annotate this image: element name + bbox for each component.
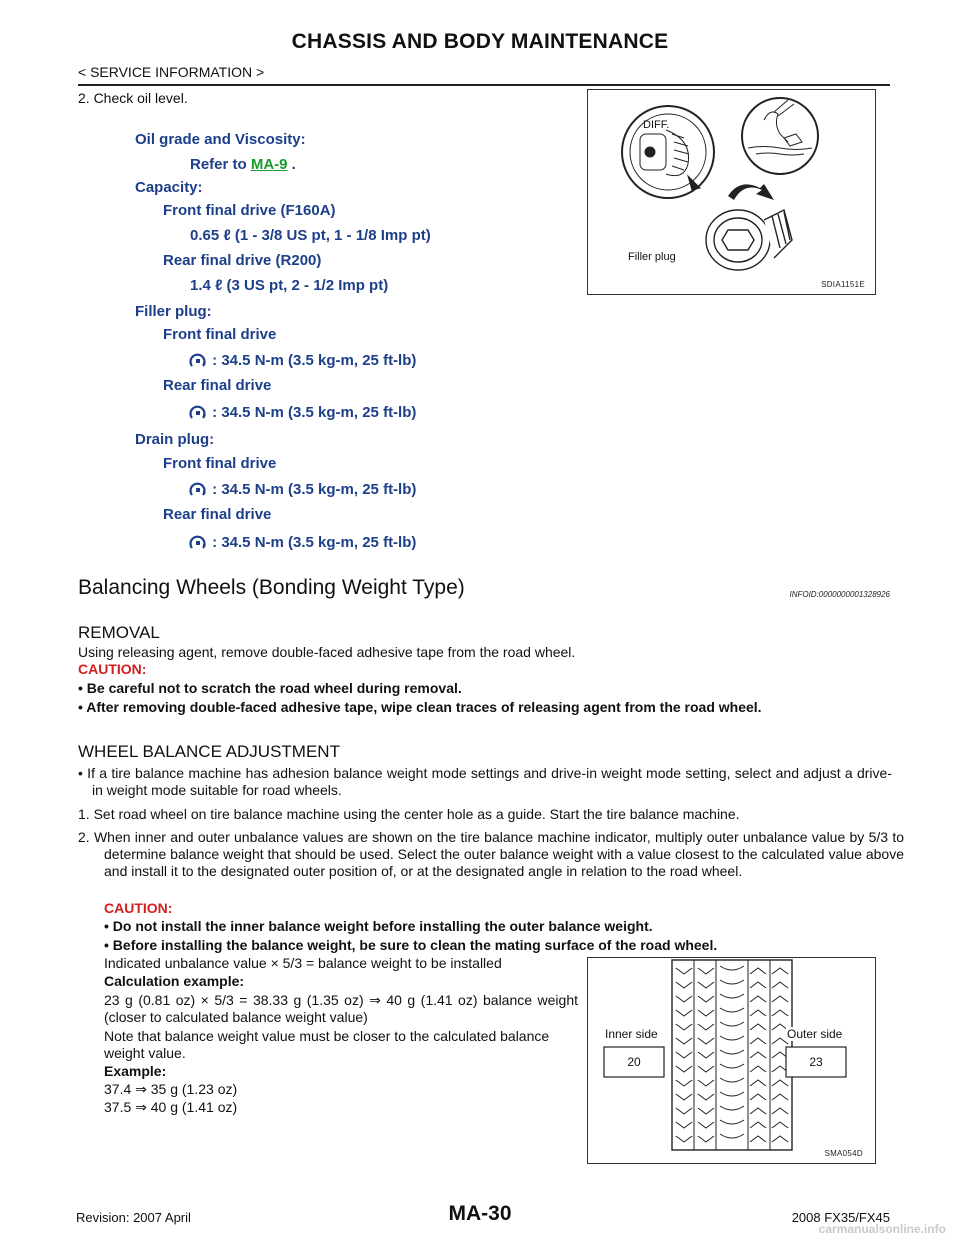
adjust-step-2: 2. When inner and outer unbalance values… (78, 829, 904, 879)
figure-code: SMA054D (822, 1149, 865, 1158)
filler-rear-torque: : 34.5 N-m (3.5 kg-m, 25 ft-lb) (188, 403, 416, 423)
torque-value: : 34.5 N-m (3.5 kg-m, 25 ft-lb) (212, 351, 417, 369)
header-divider (78, 84, 890, 86)
removal-caution-1: • Be careful not to scratch the road whe… (78, 680, 462, 696)
page-title: CHASSIS AND BODY MAINTENANCE (291, 30, 669, 53)
drain-front-final-drive: Front final drive (163, 455, 277, 472)
page-number: MA-30 (448, 1202, 512, 1225)
example-2: 37.5 ⇒ 40 g (1.41 oz) (104, 1099, 238, 1115)
removal-title: REMOVAL (78, 623, 160, 642)
filler-rear-final-drive: Rear final drive (163, 377, 272, 394)
rear-final-drive-model: Rear final drive (R200) (163, 252, 322, 269)
filler-front-torque: : 34.5 N-m (3.5 kg-m, 25 ft-lb) (188, 351, 416, 371)
adjust-caution-label: CAUTION: (104, 900, 173, 916)
example-label: Example: (104, 1063, 167, 1079)
ma-9-link[interactable]: MA-9 (250, 156, 288, 173)
adjust-step-1: 1. Set road wheel on tire balance machin… (78, 806, 740, 822)
rear-capacity: 1.4 ℓ (3 US pt, 2 - 1/2 Imp pt) (190, 277, 389, 294)
adjust-bullet-1: • If a tire balance machine has adhesion… (78, 765, 892, 798)
diff-label: DIFF. (643, 119, 670, 131)
filler-plug-label: Filler plug: (135, 303, 212, 320)
drain-rear-final-drive: Rear final drive (163, 506, 272, 523)
example-1: 37.4 ⇒ 35 g (1.23 oz) (104, 1081, 238, 1097)
front-final-drive-model: Front final drive (F160A) (163, 202, 336, 219)
torque-wrench-icon (189, 535, 206, 549)
torque-value: : 34.5 N-m (3.5 kg-m, 25 ft-lb) (212, 480, 417, 498)
figure-diff-filler-plug: DIFF. Filler plug SDIA1151E (587, 89, 876, 295)
watermark: carmanualsonline.info (818, 1222, 946, 1236)
adjust-caution-1: • Do not install the inner balance weigh… (104, 918, 653, 934)
torque-wrench-icon (189, 405, 206, 419)
calculation-example-text: 23 g (0.81 oz) × 5/3 = 38.33 g (1.35 oz)… (104, 992, 578, 1025)
oil-grade-label: Oil grade and Viscosity: (135, 131, 306, 148)
info-id: INFOID:0000000001328926 (789, 590, 890, 599)
removal-caution-label: CAUTION: (78, 661, 147, 677)
torque-value: : 34.5 N-m (3.5 kg-m, 25 ft-lb) (212, 533, 417, 551)
outer-side-value: 23 (809, 1055, 823, 1069)
note-text: Note that balance weight value must be c… (104, 1028, 550, 1061)
filler-front-final-drive: Front final drive (163, 326, 277, 343)
figure-tire-balance-indicator: Inner side Outer side 20 23 SMA054D (587, 957, 876, 1164)
adjust-caution-2: • Before installing the balance weight, … (104, 937, 718, 953)
breadcrumb: < SERVICE INFORMATION > (78, 64, 265, 80)
torque-wrench-icon (189, 352, 207, 370)
figure-code: SDIA1151E (821, 280, 865, 289)
tire-tread-illustration (603, 959, 847, 1151)
formula-text: Indicated unbalance value × 5/3 = balanc… (104, 955, 502, 971)
vehicle-model: 2008 FX35/FX45 (791, 1210, 890, 1225)
inner-side-label: Inner side (604, 1027, 659, 1041)
capacity-label: Capacity: (135, 179, 203, 196)
diff-filler-plug-illustration (621, 97, 819, 271)
step-check-oil-level: 2. Check oil level. (78, 90, 188, 106)
refer-prefix: Refer to (190, 156, 251, 173)
drain-front-torque: : 34.5 N-m (3.5 kg-m, 25 ft-lb) (188, 480, 416, 500)
removal-text: Using releasing agent, remove double-fac… (78, 644, 576, 660)
drain-plug-label: Drain plug: (135, 431, 215, 448)
revision-date: Revision: 2007 April (76, 1210, 191, 1225)
calculation-example-label: Calculation example: (104, 973, 245, 989)
front-capacity: 0.65 ℓ (1 - 3/8 US pt, 1 - 1/8 Imp pt) (190, 227, 431, 244)
drain-rear-torque: : 34.5 N-m (3.5 kg-m, 25 ft-lb) (188, 533, 416, 553)
oil-grade-reference: Refer to MA-9 . (190, 156, 296, 174)
wheel-balance-title: WHEEL BALANCE ADJUSTMENT (78, 742, 340, 761)
outer-side-label: Outer side (786, 1027, 844, 1041)
section-title: Balancing Wheels (Bonding Weight Type) (78, 576, 465, 599)
refer-suffix: . (287, 156, 296, 173)
inner-side-value: 20 (627, 1055, 641, 1069)
removal-caution-2: • After removing double-faced adhesive t… (78, 699, 762, 715)
filler-plug-figure-label: Filler plug (628, 251, 676, 263)
torque-wrench-icon (189, 482, 206, 496)
torque-value: : 34.5 N-m (3.5 kg-m, 25 ft-lb) (212, 403, 417, 421)
